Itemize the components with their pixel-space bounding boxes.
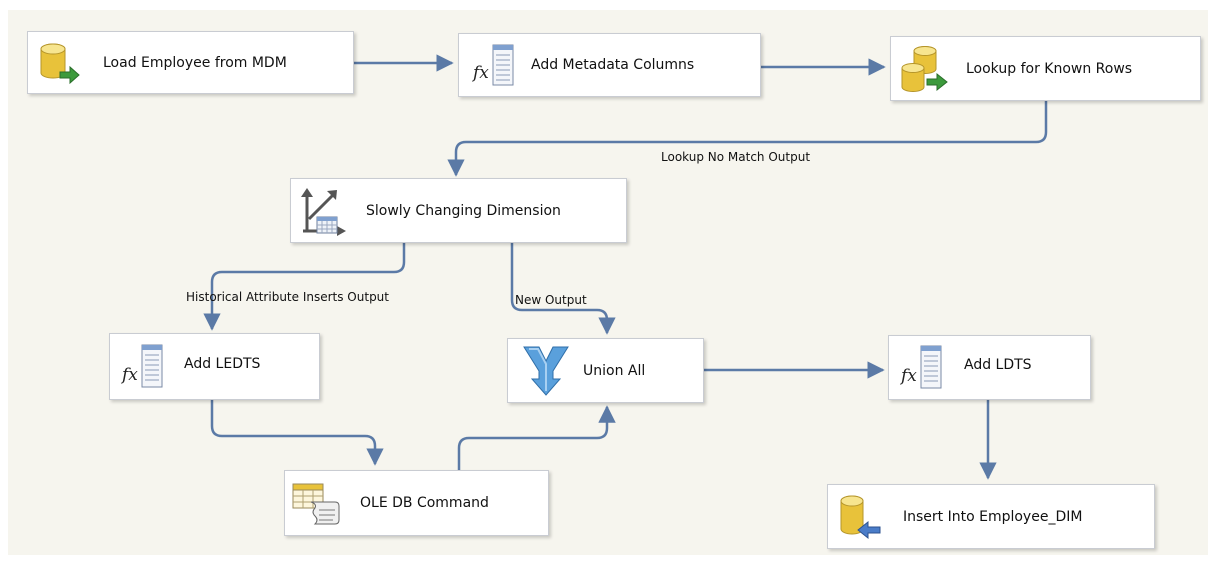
node-label: Slowly Changing Dimension (366, 202, 561, 219)
svg-text:fx: fx (899, 366, 917, 386)
database-destination-icon (838, 493, 882, 545)
lookup-icon (897, 43, 949, 99)
union-icon (522, 345, 570, 401)
node-label: Add LEDTS (184, 355, 261, 372)
node-label: Lookup for Known Rows (966, 60, 1133, 77)
node-label: Add LDTS (964, 356, 1032, 373)
union-all-task[interactable]: Union All (507, 338, 704, 403)
database-source-icon (38, 41, 80, 89)
derived-column-icon: fx (120, 344, 166, 394)
node-label: Union All (583, 362, 646, 379)
add-ledts-task[interactable]: fx Add LEDTS (109, 333, 320, 400)
lookup-for-known-rows-task[interactable]: Lookup for Known Rows (890, 36, 1201, 101)
add-metadata-columns-task[interactable]: fx Add Metadata Columns (458, 33, 761, 97)
node-label: Add Metadata Columns (531, 57, 695, 73)
scd-icon (297, 185, 349, 241)
lookup-no-match-output-label[interactable]: Lookup No Match Output (661, 150, 811, 164)
derived-column-icon: fx (899, 345, 945, 395)
insert-into-employee-dim-task[interactable]: Insert Into Employee_DIM (827, 484, 1155, 549)
slowly-changing-dimension-task[interactable]: Slowly Changing Dimension (290, 178, 627, 243)
ole-db-command-task[interactable]: OLE DB Command (284, 470, 549, 536)
historical-attribute-inserts-output-label[interactable]: Historical Attribute Inserts Output (186, 290, 389, 304)
load-employee-from-mdm-task[interactable]: Load Employee from MDM (27, 31, 354, 94)
node-label: Load Employee from MDM (103, 54, 287, 71)
new-output-label[interactable]: New Output (515, 293, 587, 307)
svg-text:fx: fx (471, 63, 489, 83)
svg-text:fx: fx (120, 365, 138, 385)
node-label: OLE DB Command (360, 495, 489, 511)
add-ldts-task[interactable]: fx Add LDTS (888, 335, 1091, 400)
node-label: Insert Into Employee_DIM (903, 508, 1083, 525)
derived-column-icon: fx (471, 44, 517, 92)
ole-db-command-icon (291, 480, 343, 532)
